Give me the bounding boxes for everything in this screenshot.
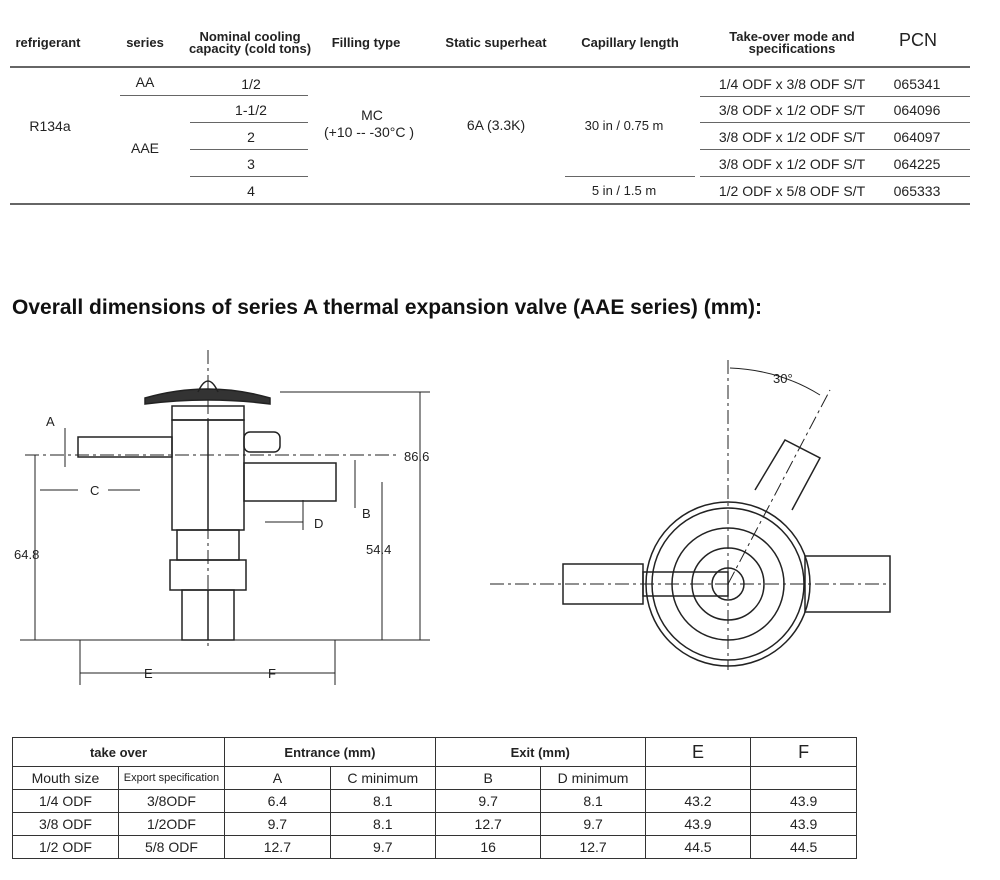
- cell: 43.9: [644, 812, 752, 836]
- pcn: 064097: [893, 129, 941, 145]
- pcn: 065341: [893, 76, 941, 92]
- cell: 8.1: [329, 812, 436, 836]
- valve-side-view-drawing: A C B D 86.6 64.8 54.4 E F: [14, 350, 430, 685]
- cell: 3/8ODF: [117, 789, 226, 813]
- cell: 9.7: [224, 812, 331, 836]
- cell: 12.7: [540, 835, 646, 859]
- header-take-over: take over: [11, 737, 226, 767]
- capacity: 1/2: [241, 76, 261, 92]
- header-d-min: D minimum: [540, 766, 646, 790]
- cell: 6.4: [224, 789, 331, 813]
- header-rule: [10, 66, 970, 68]
- takeover-spec: 1/4 ODF x 3/8 ODF S/T: [718, 76, 866, 92]
- takeover-spec: 3/8 ODF x 1/2 ODF S/T: [718, 129, 866, 145]
- cell: 43.9: [750, 789, 857, 813]
- cell: 44.5: [644, 835, 752, 859]
- header-b: B: [434, 766, 542, 790]
- group-header-row: take over Entrance (mm) Exit (mm) E F: [11, 737, 857, 767]
- header-entrance: Entrance (mm): [224, 737, 436, 767]
- cell: 9.7: [329, 835, 436, 859]
- cell: 43.2: [644, 789, 752, 813]
- header-takeover: Take-over mode and specifications: [729, 29, 855, 56]
- filling-range: (+10 -- -30°C ): [323, 124, 415, 140]
- cell: 8.1: [329, 789, 436, 813]
- header-mouth-size: Mouth size: [12, 766, 119, 790]
- cell: 9.7: [434, 789, 542, 813]
- cell: 1/4 ODF: [12, 789, 119, 813]
- cell: 8.1: [540, 789, 646, 813]
- header-a: A: [224, 766, 331, 790]
- bottom-rule: [10, 203, 970, 205]
- dim-label-a: A: [46, 414, 55, 429]
- header-capacity: Nominal cooling capacity (cold tons): [188, 29, 312, 56]
- angle-label: 30°: [773, 371, 793, 386]
- section-title: Overall dimensions of series A thermal e…: [12, 296, 763, 319]
- valve-top-view-drawing: 30°: [490, 360, 891, 670]
- header-superheat: Static superheat: [445, 35, 547, 50]
- pcn: 064096: [893, 102, 941, 118]
- cell: 3/8 ODF: [12, 812, 119, 836]
- capacity: 4: [247, 183, 255, 199]
- dim-label-64-8: 64.8: [14, 547, 39, 562]
- capacity: 1-1/2: [235, 102, 267, 118]
- dim-label-c: C: [90, 483, 99, 498]
- header-series: series: [126, 35, 164, 50]
- header-e-blank: [644, 766, 752, 790]
- capacity: 3: [247, 156, 255, 172]
- dim-label-d: D: [314, 516, 323, 531]
- capacity: 2: [247, 129, 255, 145]
- series-aa: AA: [135, 74, 155, 90]
- dim-label-e: E: [144, 666, 153, 681]
- header-f-blank: [750, 766, 857, 790]
- cell: 43.9: [750, 812, 857, 836]
- pcn: 064225: [893, 156, 941, 172]
- static-superheat: 6A (3.3K): [466, 117, 526, 133]
- header-capillary: Capillary length: [581, 35, 679, 50]
- dim-label-f: F: [268, 666, 276, 681]
- header-filling: Filling type: [331, 35, 401, 50]
- cell: 16: [434, 835, 542, 859]
- takeover-spec: 3/8 ODF x 1/2 ODF S/T: [718, 102, 866, 118]
- sub-header-row: Mouth size Export specification A C mini…: [12, 766, 857, 790]
- takeover-spec: 1/2 ODF x 5/8 ODF S/T: [718, 183, 866, 199]
- dimensions-table: take over Entrance (mm) Exit (mm) E F Mo…: [11, 737, 857, 859]
- header-c-min: C minimum: [329, 766, 436, 790]
- dim-label-b: B: [362, 506, 371, 521]
- header-pcn: PCN: [898, 30, 937, 50]
- header-e: E: [644, 737, 752, 767]
- capillary-length: 30 in / 0.75 m: [584, 118, 664, 133]
- header-refrigerant: refrigerant: [15, 35, 81, 50]
- filling-type: MC: [361, 107, 383, 123]
- dim-label-86-6: 86.6: [404, 449, 429, 464]
- capillary-length: 5 in / 1.5 m: [591, 183, 657, 198]
- cell: 44.5: [750, 835, 857, 859]
- cell: 12.7: [434, 812, 542, 836]
- header-f: F: [750, 737, 857, 767]
- cell: 1/2 ODF: [12, 835, 119, 859]
- refrigerant: R134a: [29, 118, 71, 134]
- header-export-spec: Export specification: [117, 766, 226, 790]
- cell: 12.7: [224, 835, 331, 859]
- header-exit: Exit (mm): [434, 737, 646, 767]
- cell: 5/8 ODF: [117, 835, 226, 859]
- series-aae: AAE: [130, 140, 160, 156]
- dim-label-54-4: 54.4: [366, 542, 391, 557]
- pcn: 065333: [893, 183, 941, 199]
- takeover-spec: 3/8 ODF x 1/2 ODF S/T: [718, 156, 866, 172]
- cell: 1/2ODF: [117, 812, 226, 836]
- cell: 9.7: [540, 812, 646, 836]
